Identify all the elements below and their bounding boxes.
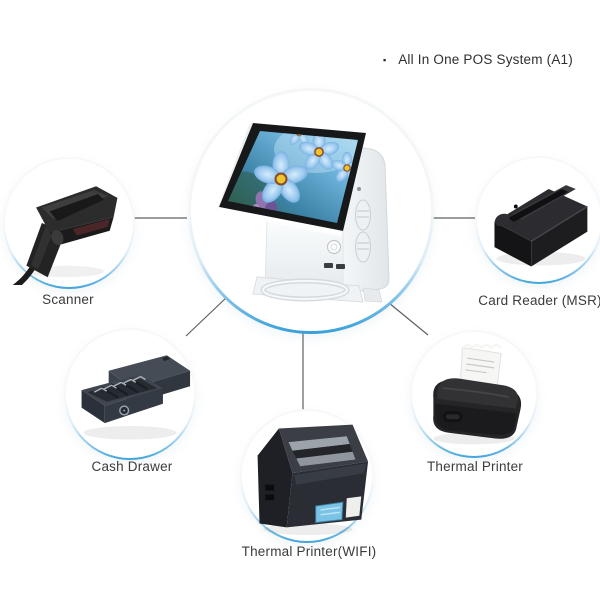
- diagram-title: ▪ All In One POS System (A1): [383, 52, 573, 67]
- thermal-printer-wifi-image: [257, 424, 369, 536]
- card-reader-image: [494, 185, 588, 267]
- scanner-image: [12, 186, 118, 285]
- card-reader-label: Card Reader (MSR): [478, 293, 600, 308]
- bullet-icon: ▪: [383, 55, 387, 65]
- connector-line-cash-drawer: [185, 296, 228, 337]
- pos-terminal-circle: [188, 88, 434, 334]
- thermal-printer-circle: [410, 330, 538, 458]
- connector-line-thermal: [388, 302, 429, 336]
- scanner-circle: [3, 157, 135, 289]
- thermal-printer-image: [433, 343, 522, 445]
- card-reader-circle: [475, 156, 600, 284]
- scanner-label: Scanner: [42, 292, 94, 307]
- pos-terminal-image: [216, 123, 390, 303]
- diagram-title-text: All In One POS System (A1): [398, 52, 573, 67]
- cash-drawer-circle: [64, 328, 196, 460]
- cash-drawer-image: [81, 355, 191, 440]
- thermal-printer-label: Thermal Printer: [426, 459, 524, 474]
- cash-drawer-label: Cash Drawer: [91, 459, 173, 474]
- thermal-printer-wifi-label: Thermal Printer(WIFI): [241, 544, 377, 559]
- thermal-printer-wifi-circle: [240, 409, 374, 543]
